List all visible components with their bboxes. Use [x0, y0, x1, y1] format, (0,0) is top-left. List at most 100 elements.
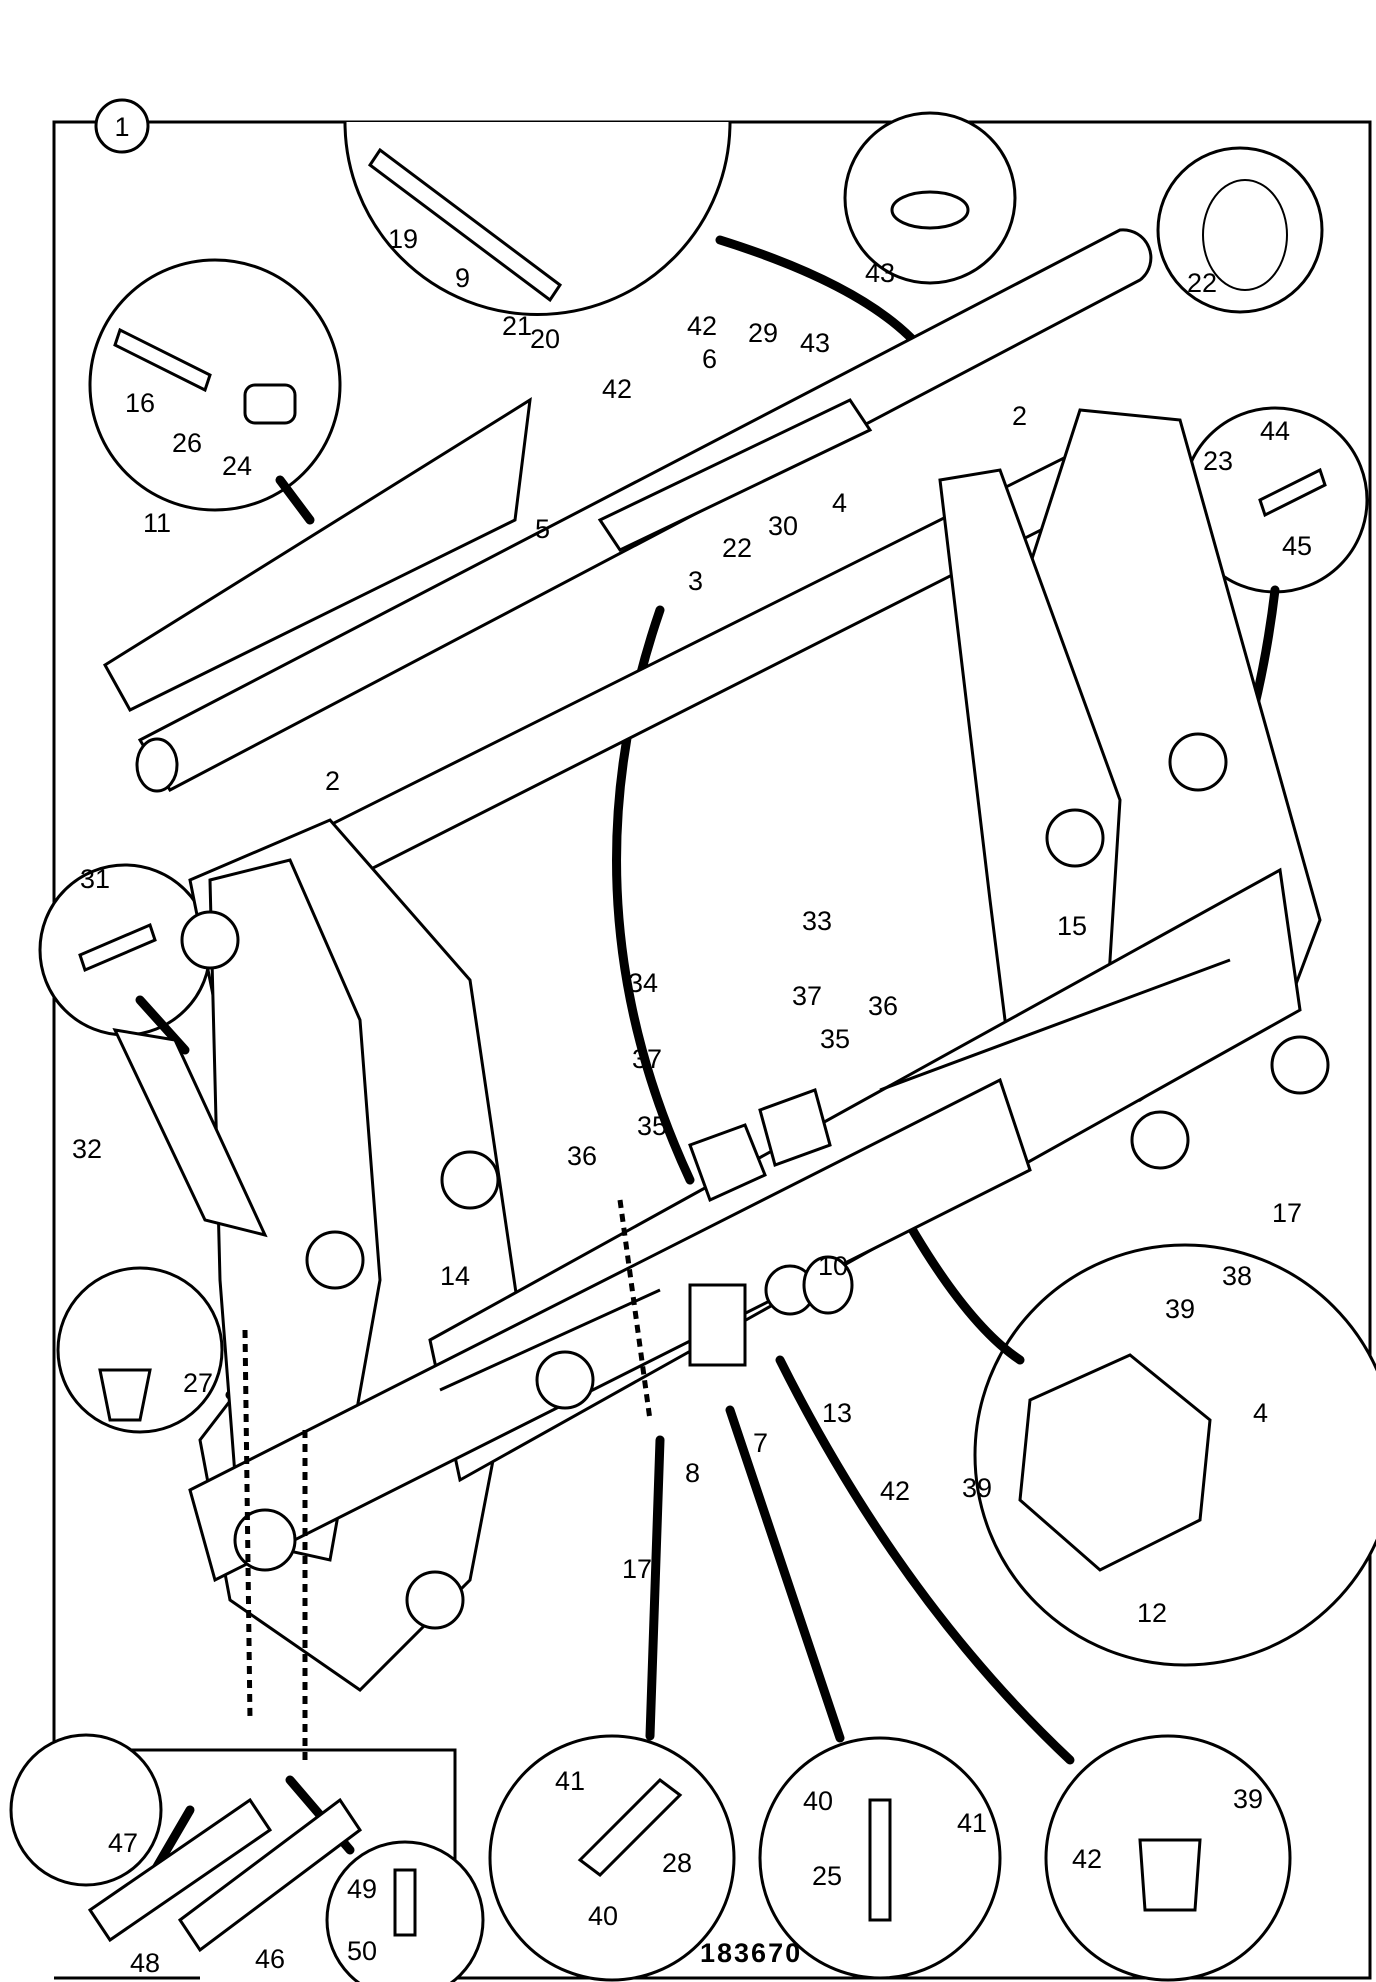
callout-label: 15	[1057, 911, 1087, 941]
callout-label: 14	[440, 1261, 470, 1291]
callout-label: 13	[822, 1398, 852, 1428]
valve-block-10a	[688, 1123, 767, 1203]
callout-label: 6	[702, 344, 717, 374]
ram-cylinder-3	[597, 398, 873, 552]
callout-label: 30	[768, 511, 798, 541]
callout-label: 49	[347, 1874, 377, 1904]
callout-label: 48	[130, 1948, 160, 1978]
plate-32	[112, 1028, 268, 1238]
callout-label: 2	[325, 766, 340, 796]
callout-label: 38	[1222, 1261, 1252, 1291]
bolt-31	[78, 922, 157, 973]
callout-label: 46	[255, 1944, 285, 1974]
callout-label: 43	[865, 258, 895, 288]
leader-heavy-7	[725, 1405, 845, 1743]
callout-label: 44	[1260, 416, 1290, 446]
nipple-27	[98, 1368, 152, 1422]
callout-label: 41	[957, 1808, 987, 1838]
detail-circle-nipple-27	[56, 1266, 224, 1434]
callout-label: 28	[662, 1848, 692, 1878]
callout-label: 42	[687, 311, 717, 341]
callout-label: 20	[530, 324, 560, 354]
fitting-42	[1138, 1838, 1202, 1912]
valve-body-detail	[1018, 1353, 1212, 1572]
callout-label: 39	[962, 1473, 992, 1503]
callout-label: 42	[602, 374, 632, 404]
bushing	[233, 1508, 297, 1572]
panel-number-circle	[94, 98, 150, 154]
callout-label: 24	[222, 451, 252, 481]
callout-label: 35	[637, 1111, 667, 1141]
valve-block-10b	[758, 1088, 832, 1167]
callout-label: 9	[455, 263, 470, 293]
detail-circle-clip-22	[1156, 146, 1324, 314]
bushing	[1045, 808, 1105, 868]
callout-label: 40	[588, 1901, 618, 1931]
plate-11	[102, 397, 532, 712]
callout-label: 42	[1072, 1844, 1102, 1874]
callout-label: 25	[812, 1861, 842, 1891]
callout-label: 3	[688, 566, 703, 596]
detail-circle-nipple-47	[9, 1733, 163, 1887]
callout-label: 43	[800, 328, 830, 358]
decal-7	[688, 1283, 747, 1367]
pin-46	[177, 1797, 363, 1953]
callout-label: 29	[748, 318, 778, 348]
bushing	[1130, 1110, 1190, 1170]
washer-43	[890, 190, 970, 230]
leader-heavy-6	[645, 1435, 665, 1741]
leader-heavy-9	[135, 995, 190, 1055]
upper-tube-end	[135, 737, 179, 793]
callout-label: 37	[632, 1044, 662, 1074]
callout-label: 36	[868, 991, 898, 1021]
callout-label: 16	[125, 388, 155, 418]
callout-label: 31	[80, 864, 110, 894]
callout-label: 17	[1272, 1198, 1302, 1228]
detail-circle-bolt-16	[88, 258, 342, 512]
pin-48	[87, 1797, 273, 1943]
bushing	[180, 910, 240, 970]
drawing-number: 183670	[700, 1938, 802, 1968]
dash-leader-1	[617, 1199, 653, 1421]
callout-label: 36	[567, 1141, 597, 1171]
leader-heavy-8	[775, 1355, 1075, 1765]
callout-label: 17	[622, 1554, 652, 1584]
detail-circle-bolt-19	[343, 121, 732, 316]
lower-beam	[188, 1077, 1032, 1583]
callout-label: 10	[818, 1251, 848, 1281]
pipe-15	[879, 958, 1231, 1092]
callout-label: 26	[172, 428, 202, 458]
leader-heavy-3	[275, 475, 315, 525]
dash-leader-2	[242, 1329, 253, 1721]
callout-label: 5	[535, 514, 550, 544]
callout-label: 2	[1012, 401, 1027, 431]
callout-label: 47	[108, 1828, 138, 1858]
panel-number: 1	[114, 112, 129, 142]
callout-label: 41	[555, 1766, 585, 1796]
clip-22	[1202, 179, 1288, 291]
callout-label: 4	[832, 488, 847, 518]
callout-label: 50	[347, 1936, 377, 1966]
callout-label: 45	[1282, 531, 1312, 561]
callout-label: 27	[183, 1368, 213, 1398]
bushing	[1270, 1035, 1330, 1095]
bushing	[440, 1150, 500, 1210]
callout-label: 34	[628, 968, 658, 998]
callout-label: 23	[1203, 446, 1233, 476]
callout-label: 8	[685, 1458, 700, 1488]
bushing	[1168, 732, 1228, 792]
callout-labels: 19 9 21 20 43 22 16 26 24 42 29 43 42 6 …	[72, 224, 1312, 1978]
callout-label: 33	[802, 906, 832, 936]
bolt-44	[1258, 467, 1327, 518]
bolt-19	[367, 147, 563, 303]
callout-label: 39	[1233, 1784, 1263, 1814]
callout-label: 35	[820, 1024, 850, 1054]
callout-label: 7	[753, 1428, 768, 1458]
callout-label: 22	[722, 533, 752, 563]
callout-label: 32	[72, 1134, 102, 1164]
bolt-49	[393, 1868, 417, 1937]
bushing-24	[243, 383, 297, 425]
callout-label: 42	[880, 1476, 910, 1506]
plug-13	[802, 1255, 854, 1315]
